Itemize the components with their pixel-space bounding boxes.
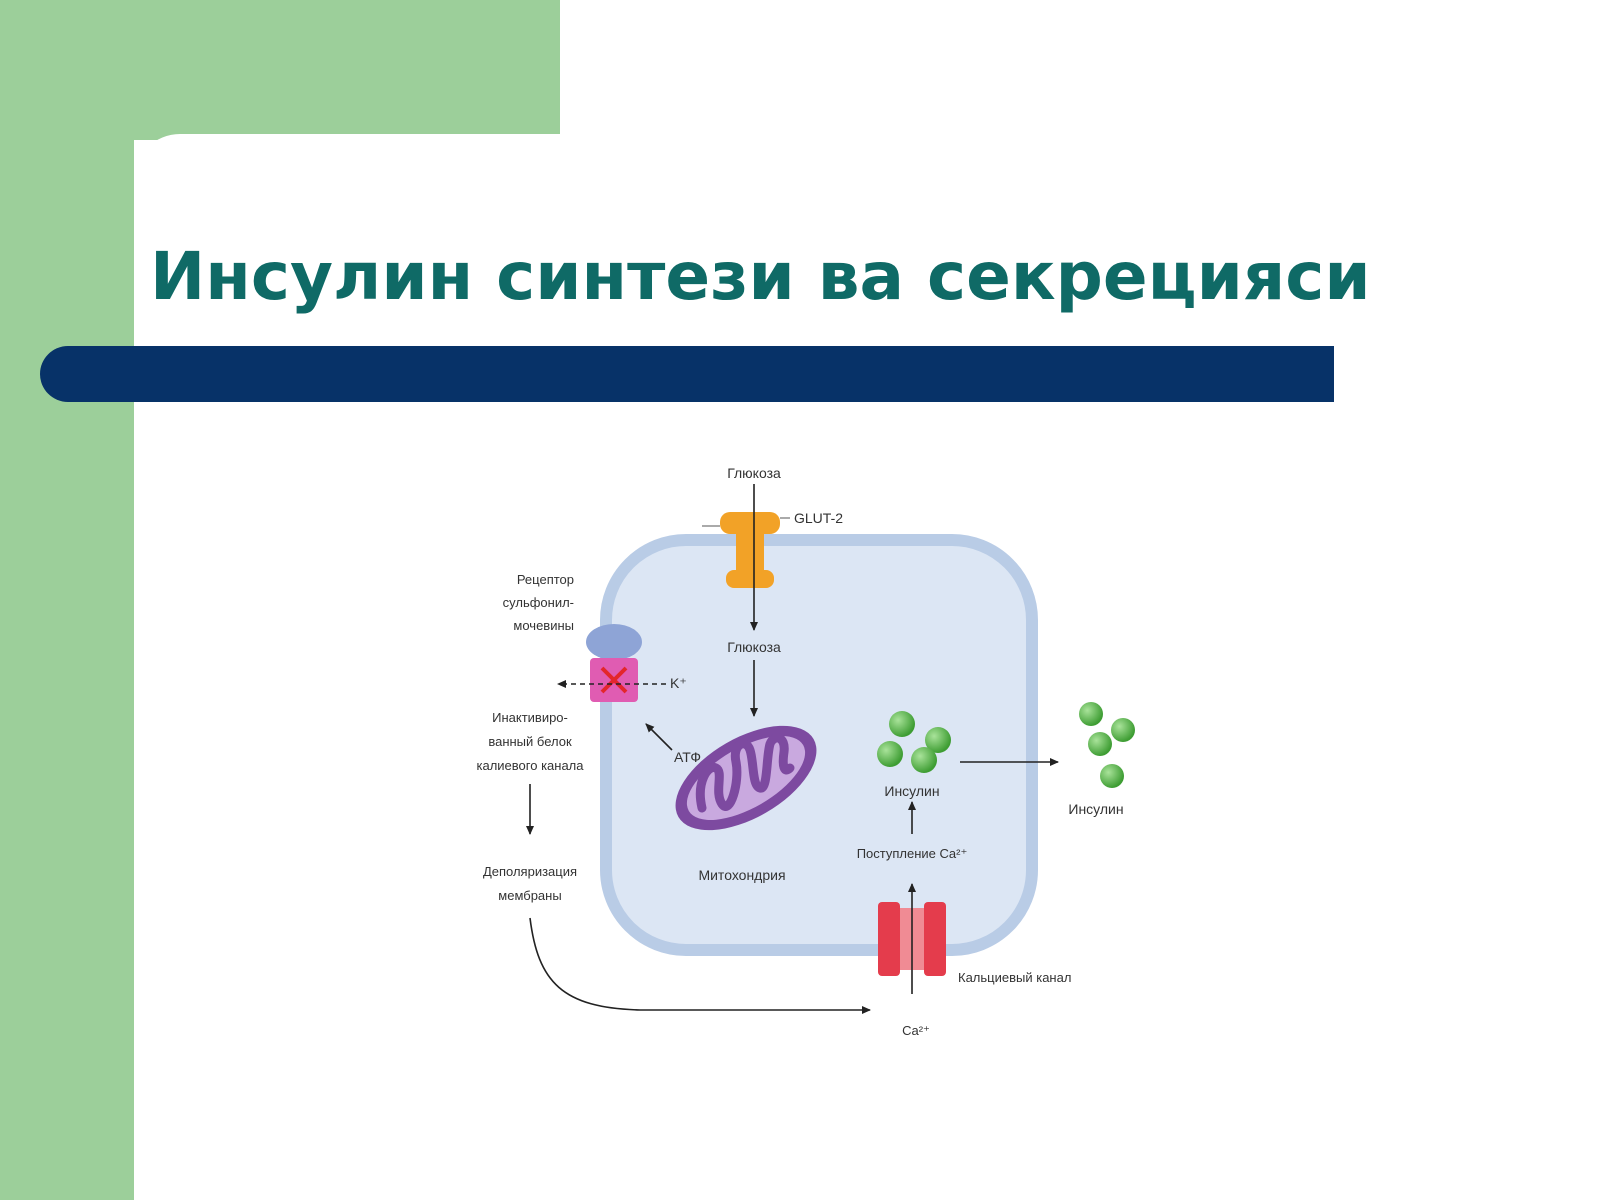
- insulin-granules-inside: [877, 711, 951, 773]
- label-ca-influx: Поступление Ca²⁺: [857, 846, 968, 861]
- label-depolarization-2: мембраны: [498, 888, 561, 903]
- label-inactivated-1: Инактивиро-: [492, 710, 568, 725]
- insulin-granules-outside: [1079, 702, 1135, 788]
- glut2-transporter: [720, 512, 780, 588]
- insulin-secretion-diagram: Глюкоза GLUT-2 Глюкоза Рецептор сульфони…: [477, 465, 1135, 1038]
- label-calcium-channel: Кальциевый канал: [958, 970, 1071, 985]
- label-receptor-1: Рецептор: [517, 572, 574, 587]
- label-glut2: GLUT-2: [794, 510, 843, 526]
- title-underline-bar: [40, 346, 1334, 402]
- label-ca-ion: Ca²⁺: [902, 1023, 930, 1038]
- label-inactivated-3: калиевого канала: [477, 758, 585, 773]
- sulfonylurea-receptor: [586, 624, 642, 660]
- label-k-ion: K⁺: [670, 675, 687, 691]
- mitochondrion: [675, 725, 817, 831]
- label-glucose-outside: Глюкоза: [727, 465, 781, 481]
- depolarization-to-ca-channel-arrow: [529, 917, 871, 1014]
- label-insulin-inside: Инсулин: [884, 783, 939, 799]
- label-inactivated-2: ванный белок: [488, 734, 572, 749]
- slide-title: Инсулин синтези ва секрецияси: [150, 238, 1371, 315]
- label-insulin-outside: Инсулин: [1068, 801, 1123, 817]
- channel-blocked-icon: [600, 666, 628, 694]
- label-glucose-inside: Глюкоза: [727, 639, 781, 655]
- label-receptor-2: сульфонил-: [503, 595, 574, 610]
- green-left-band: [0, 0, 134, 1200]
- label-receptor-3: мочевины: [513, 618, 574, 633]
- beta-cell: [600, 534, 1038, 956]
- label-mitochondria: Митохондрия: [698, 867, 785, 883]
- label-atp: АТФ: [674, 749, 701, 765]
- atp-arrow: [645, 723, 673, 751]
- label-depolarization-1: Деполяризация: [483, 864, 577, 879]
